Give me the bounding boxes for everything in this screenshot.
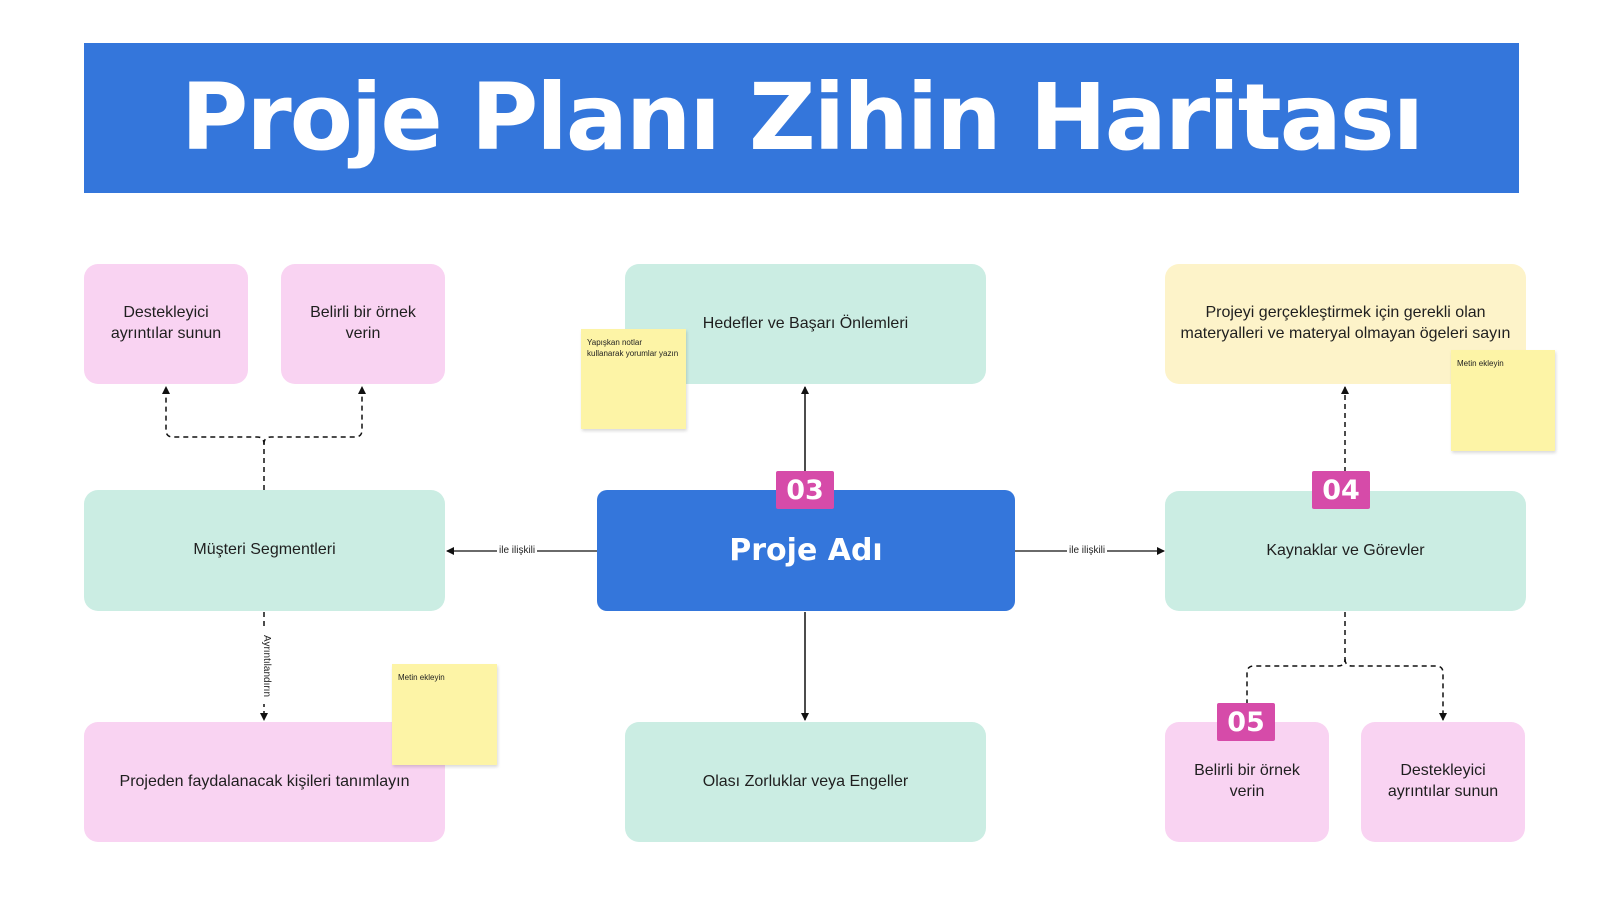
challenges-node: Olası Zorluklar veya Engeller: [625, 722, 986, 842]
sticky-note-top-center-text: Yapışkan notlar kullanarak yorumlar yazı…: [587, 338, 679, 359]
central-text: Proje Adı: [729, 533, 883, 568]
left-example-text: Belirli bir örnek verin: [310, 304, 416, 342]
beneficiaries-text: Projeden faydalanacak kişileri tanımlayı…: [119, 772, 410, 790]
edge-label-left-relation: ile ilişkili: [497, 545, 538, 557]
central-node: Proje Adı: [597, 490, 1015, 611]
badge-04: 04: [1312, 471, 1370, 509]
page-title: Proje Planı Zihin Haritası: [180, 64, 1424, 171]
edge-label-right-relation: ile ilişkili: [1067, 545, 1108, 557]
connector-resources-to-details: [1344, 658, 1447, 721]
badge-05: 05: [1217, 703, 1275, 741]
edge-label-detail: Ayrıntılandırın: [260, 628, 272, 704]
sticky-note-top-center[interactable]: Yapışkan notlar kullanarak yorumlar yazı…: [581, 329, 686, 429]
materials-text: Projeyi gerçekleştirmek için gerekli ola…: [1180, 304, 1511, 342]
connector-segments-to-example: [263, 386, 366, 445]
sticky-note-top-right-text: Metin ekleyin: [1457, 359, 1504, 368]
connector-segments-to-details: [162, 386, 265, 490]
badge-03: 03: [776, 471, 834, 509]
right-detail-node: Destekleyici ayrıntılar sunun: [1361, 722, 1525, 842]
resources-text: Kaynaklar ve Görevler: [1266, 541, 1425, 559]
segments-node: Müşteri Segmentleri: [84, 490, 445, 611]
sticky-note-bottom-left-text: Metin ekleyin: [398, 673, 445, 682]
title-banner: Proje Planı Zihin Haritası: [84, 43, 1519, 193]
sticky-note-top-right[interactable]: Metin ekleyin: [1451, 350, 1555, 451]
left-detail-node: Destekleyici ayrıntılar sunun: [84, 264, 248, 384]
right-example-text: Belirli bir örnek verin: [1194, 762, 1300, 800]
beneficiaries-node: Projeden faydalanacak kişileri tanımlayı…: [84, 722, 445, 842]
right-example-node: Belirli bir örnek verin: [1165, 722, 1329, 842]
right-detail-text: Destekleyici ayrıntılar sunun: [1387, 762, 1499, 800]
resources-node: Kaynaklar ve Görevler: [1165, 491, 1526, 611]
challenges-text: Olası Zorluklar veya Engeller: [702, 772, 909, 790]
left-detail-text: Destekleyici ayrıntılar sunun: [110, 304, 222, 342]
left-example-node: Belirli bir örnek verin: [281, 264, 445, 384]
sticky-note-bottom-left[interactable]: Metin ekleyin: [392, 664, 497, 765]
goals-text: Hedefler ve Başarı Önlemleri: [702, 314, 909, 332]
segments-text: Müşteri Segmentleri: [193, 541, 336, 559]
